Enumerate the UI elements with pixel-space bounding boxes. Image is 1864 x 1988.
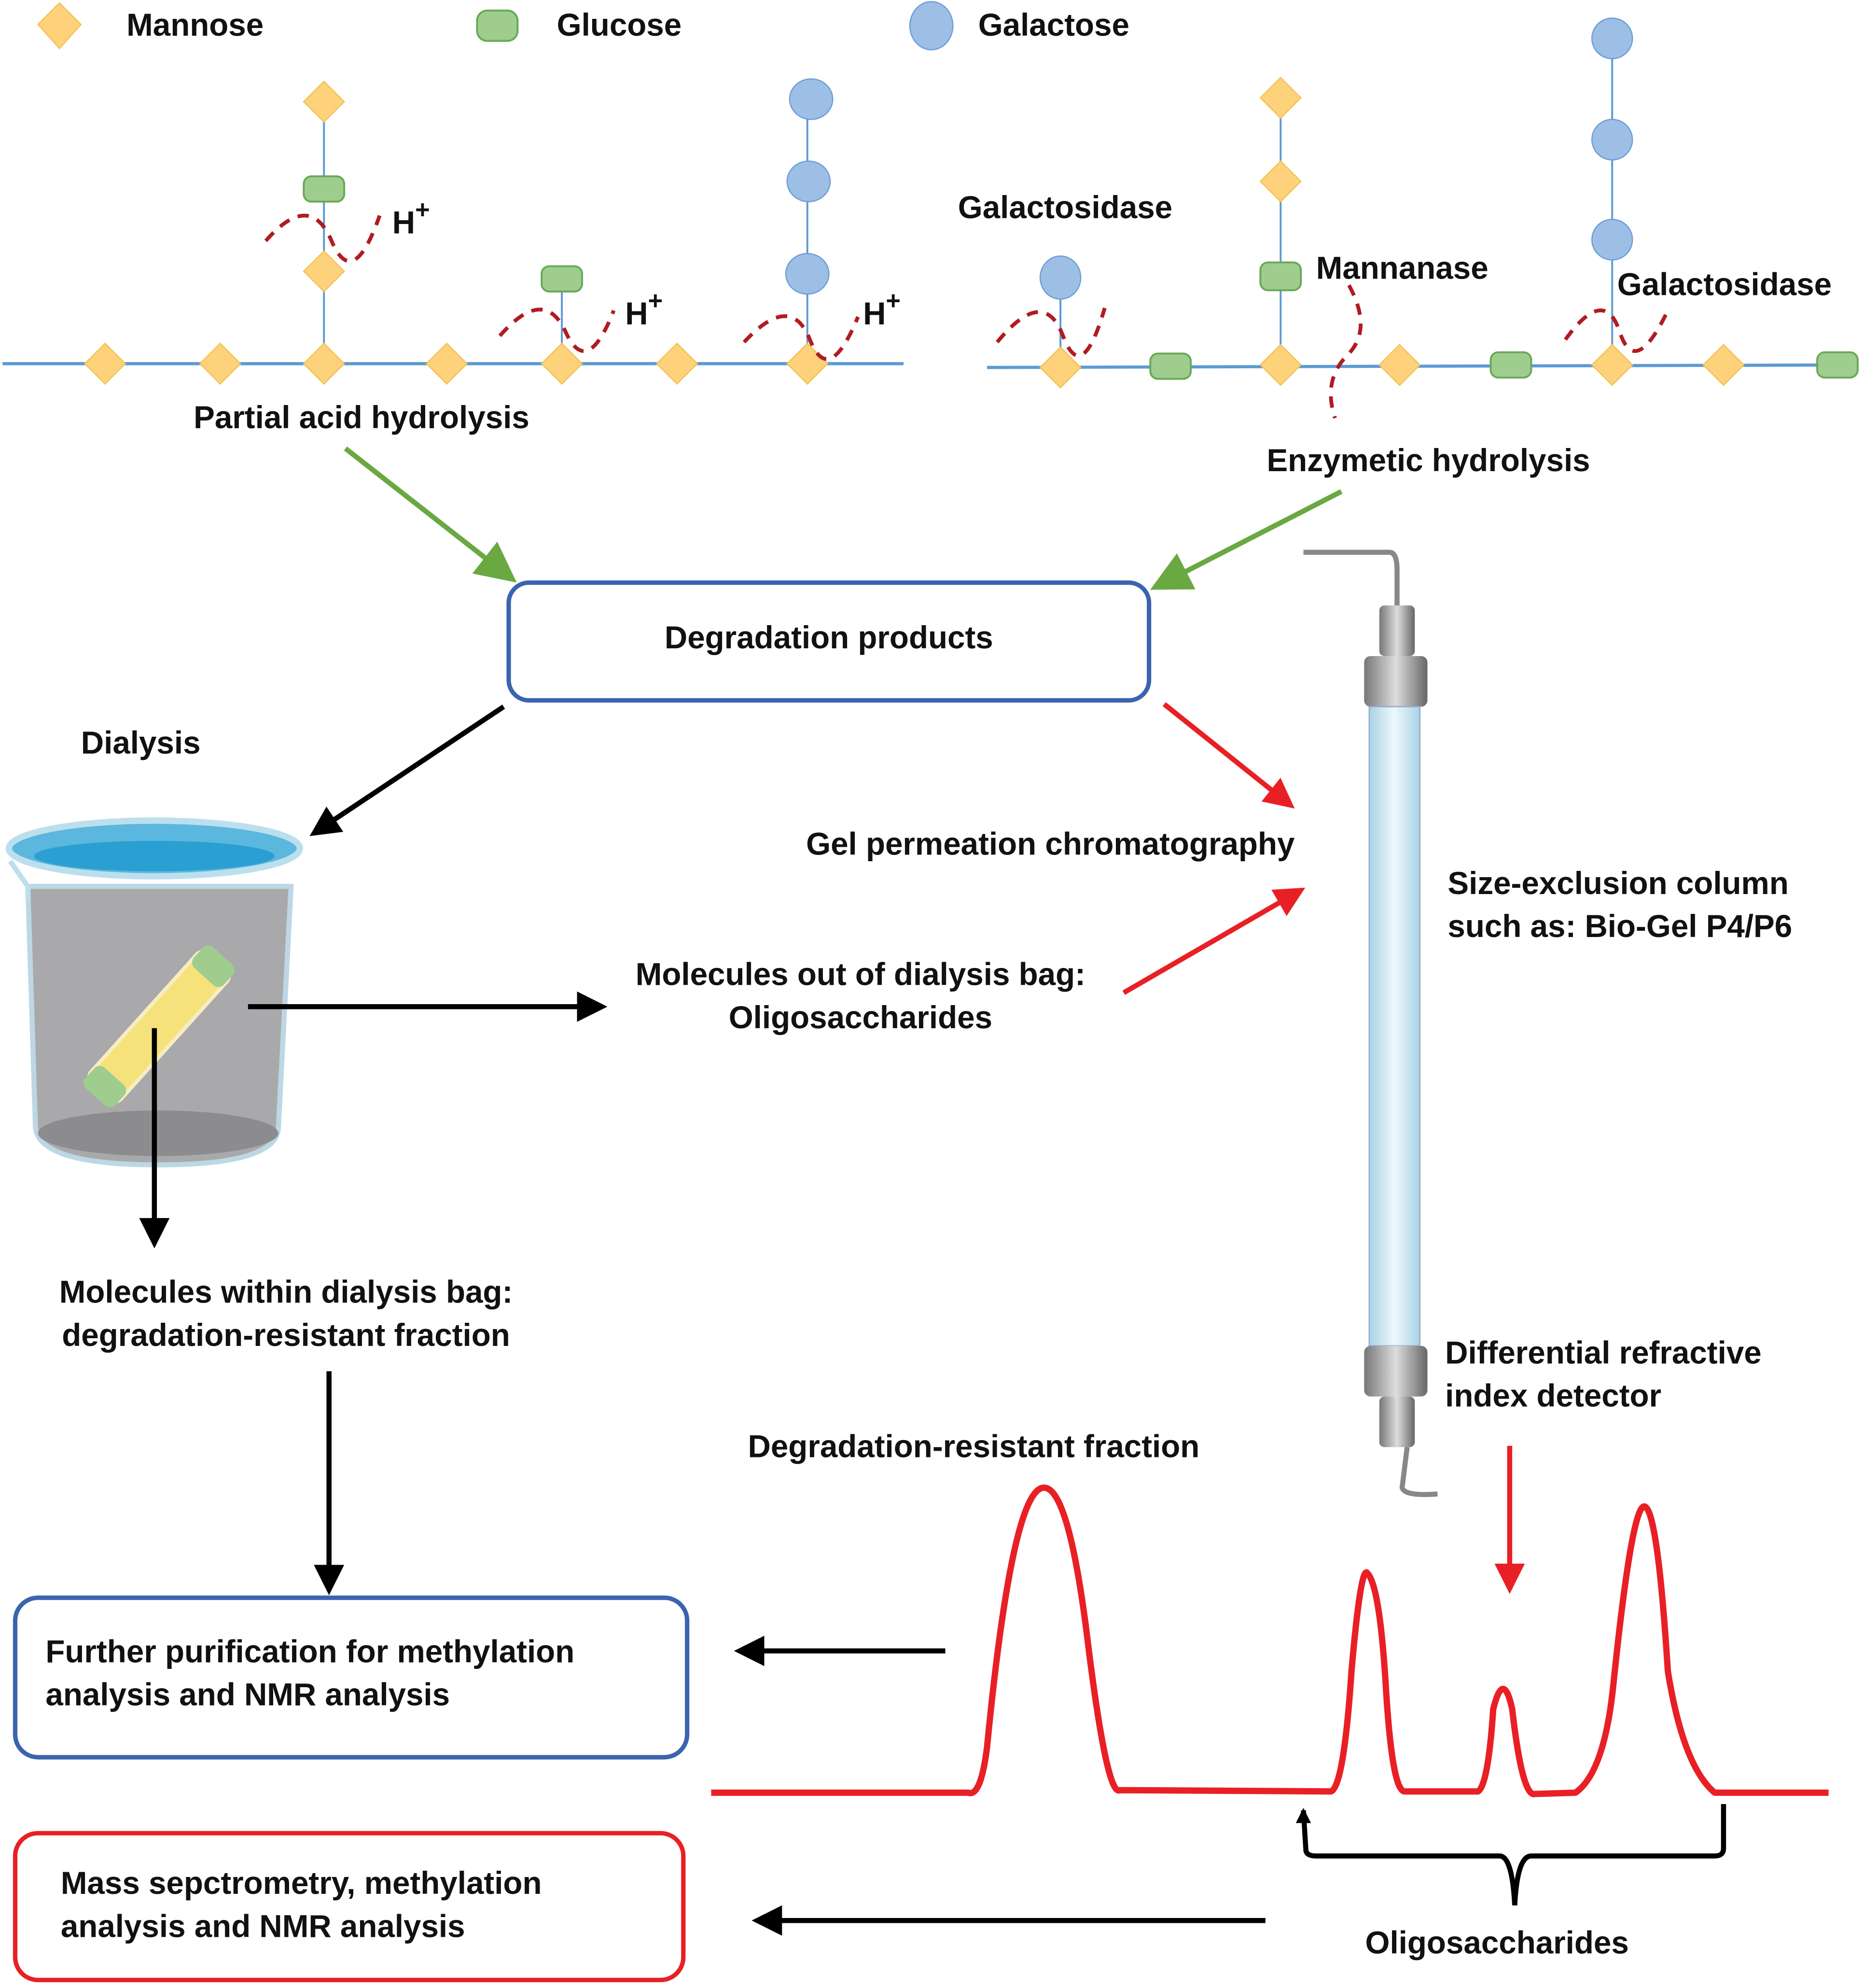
galactose-icon [1039,17,1633,300]
oligosaccharides-bracket [1301,1804,1726,1906]
cleavage-mark [995,307,1107,358]
galactosidase-label: Galactosidase [958,190,1172,225]
h-plus-label: H+ [392,196,430,240]
legend: Mannose Glucose Galactose [37,1,1129,51]
detector-line1: Differential refractive [1445,1335,1762,1371]
arrow-oligos-to-gpc [1122,887,1306,995]
arrow-products-to-gpc [1162,702,1295,809]
arrow-to-dialysis [309,704,505,836]
within-bag-line2: degradation-resistant fraction [62,1317,510,1353]
glucose-icon [1149,261,1859,380]
detector-line2: index detector [1445,1378,1661,1414]
legend-galactose: Galactose [978,7,1129,42]
arrow-acid-to-products [344,446,517,583]
chromatogram-trace [711,1484,1829,1797]
cleavage-mark [498,308,616,353]
cleavage-mark [1329,284,1363,419]
h-plus-label: H+ [863,287,901,331]
column-line2: such as: Bio-Gel P4/P6 [1447,909,1792,944]
mannose-icon [1039,76,1745,389]
enzymatic-hydrolysis-label: Enzymetic hydrolysis [1266,443,1590,478]
enzymatic-hydrolysis-structure: Galactosidase Mannanase Galactosidase En… [958,17,1859,478]
legend-glucose: Glucose [557,7,682,42]
further-purification-box [13,1596,690,1760]
degradation-products-label: Degradation products [665,620,993,655]
cleavage-mark [264,213,382,263]
mass-line1: Mass sepctrometry, methylation [61,1865,542,1901]
h-plus-label: H+ [625,287,663,331]
dialysis-label: Dialysis [81,725,201,760]
glucose-icon [541,265,584,293]
column-line1: Size-exclusion column [1447,866,1788,901]
galactosidase-label: Galactosidase [1617,267,1832,302]
cleavage-mark [1564,308,1670,353]
oligosaccharides-label: Oligosaccharides [1365,1925,1628,1960]
arrow-enzyme-to-products [1150,489,1343,590]
cleavage-mark [742,314,860,361]
resistant-fraction-label: Degradation-resistant fraction [748,1429,1200,1464]
glucose-icon [476,9,519,42]
legend-mannose: Mannose [126,7,264,42]
mannanase-label: Mannanase [1316,251,1488,286]
further-line1: Further purification for methylation [45,1634,574,1669]
within-bag-line1: Molecules within dialysis bag: [59,1274,513,1310]
out-bag-line1: Molecules out of dialysis bag: [636,957,1085,992]
degradation-products-box [506,580,1152,703]
mannose-icon [83,80,829,385]
dialysis-beaker-icon [5,817,303,1168]
mannose-icon [37,2,82,50]
size-exclusion-column-icon [1303,549,1438,1498]
acid-hydrolysis-label: Partial acid hydrolysis [194,400,529,435]
acid-hydrolysis-structure: H+ H+ H+ Partial acid hydrolysis [2,78,904,435]
galactose-icon [785,78,834,295]
galactose-icon [909,1,954,51]
mass-line2: analysis and NMR analysis [61,1908,465,1944]
further-line2: analysis and NMR analysis [45,1677,450,1712]
mass-spectrometry-box [13,1831,686,1983]
out-bag-line2: Oligosaccharides [729,1000,992,1035]
gpc-label: Gel permeation chromatography [806,826,1295,862]
glucose-icon [303,175,346,203]
